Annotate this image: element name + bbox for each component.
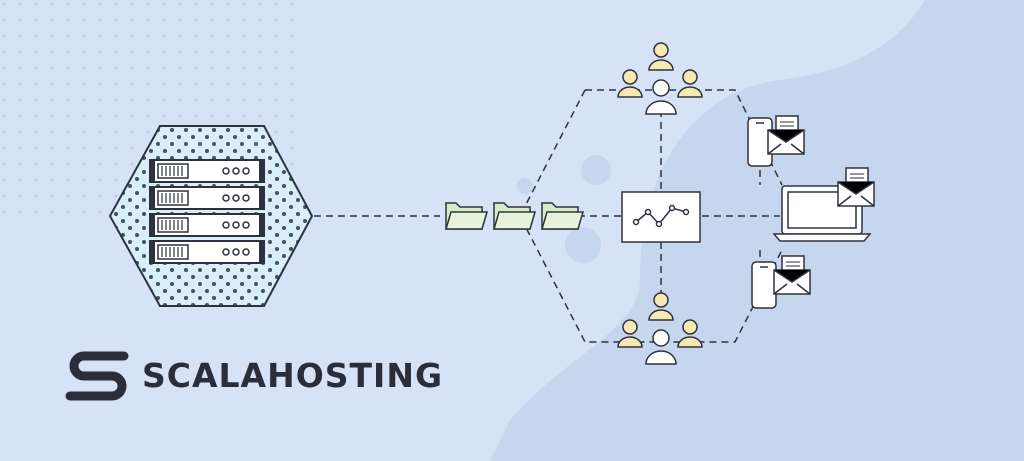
folder-icon <box>444 202 489 230</box>
background-bubble <box>565 227 601 263</box>
folder-icon <box>492 202 537 230</box>
envelope-document-icon <box>837 167 875 207</box>
user-group-icon <box>617 292 703 365</box>
server-rack-icon <box>149 159 265 264</box>
envelope-document-icon <box>773 255 811 295</box>
user-avatar <box>617 319 643 348</box>
brand-name: SCALAHOSTING <box>142 356 443 395</box>
server-unit <box>149 159 265 183</box>
user-avatar-highlight <box>645 329 677 365</box>
background-bubble <box>517 178 533 194</box>
envelope-document-icon <box>767 115 805 155</box>
user-avatar <box>617 69 643 98</box>
brand-logo: SCALAHOSTING <box>65 351 443 401</box>
user-avatar <box>677 319 703 348</box>
user-avatar-highlight <box>645 79 677 115</box>
user-avatar <box>677 69 703 98</box>
server-unit <box>149 240 265 264</box>
user-avatar <box>648 292 674 321</box>
user-avatar <box>648 42 674 71</box>
user-group-icon <box>617 42 703 115</box>
scala-s-logo-icon <box>65 351 129 401</box>
server-unit <box>149 213 265 237</box>
line-chart-icon <box>621 191 701 243</box>
folder-icon <box>540 202 585 230</box>
background-bubble <box>581 155 611 185</box>
mobile-phone-icon <box>751 261 777 309</box>
server-unit <box>149 186 265 210</box>
